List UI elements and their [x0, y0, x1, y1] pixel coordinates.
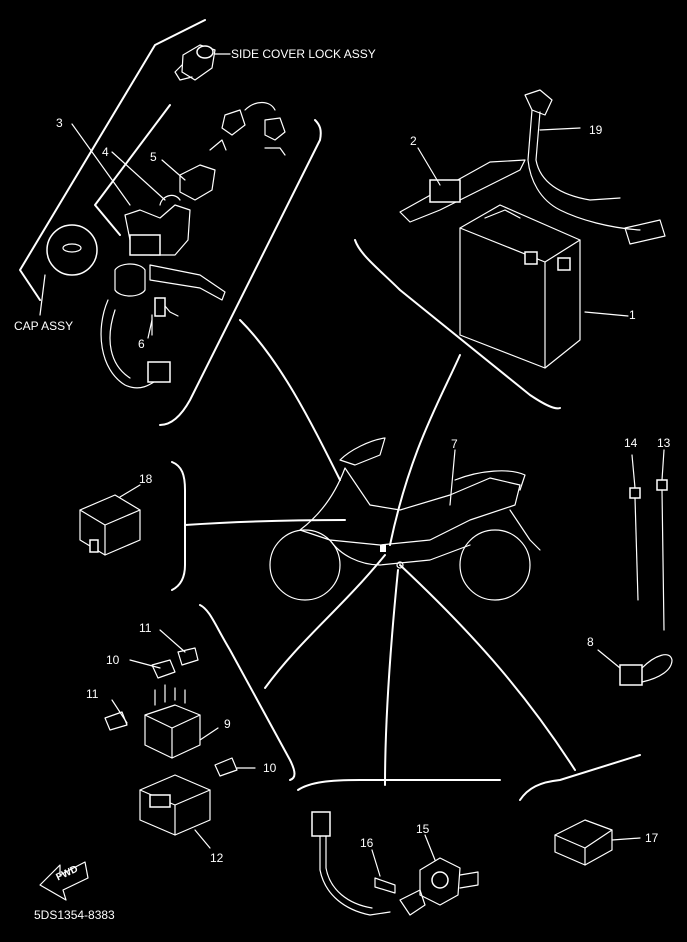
scooter-silhouette: [269, 437, 541, 601]
callout-4: 4: [102, 145, 109, 159]
callout-17: 17: [645, 831, 659, 845]
callout-14: 14: [624, 436, 638, 450]
battery-cable: [524, 89, 666, 245]
callout-3: 3: [56, 116, 63, 130]
callout-15: 15: [416, 822, 430, 836]
cap-assy-label: CAP ASSY: [14, 319, 74, 333]
fuse-relay-group: [104, 629, 256, 849]
side-cover-lock: [174, 44, 231, 81]
drawing-code: 5DS1354-8383: [34, 908, 115, 922]
callout-12: 12: [210, 851, 224, 865]
cable-ties: [629, 449, 668, 631]
callout-13: 13: [657, 436, 671, 450]
leader-lines: [184, 319, 576, 786]
callout-11-top: 11: [139, 621, 152, 635]
ignition-switch: [100, 101, 286, 389]
callout-10-right: 10: [263, 761, 277, 775]
relay-17: [554, 819, 641, 866]
callout-10-top: 10: [106, 653, 120, 667]
relay-18: [79, 484, 141, 556]
callout-18: 18: [139, 472, 153, 486]
callout-8: 8: [587, 635, 594, 649]
callout-11-left: 11: [86, 687, 99, 701]
callout-9: 9: [224, 717, 231, 731]
callout-6: 6: [138, 337, 145, 351]
battery-band: [399, 147, 526, 223]
callout-5: 5: [150, 150, 157, 164]
fwd-arrow-icon: [39, 861, 89, 901]
starter-switch: [311, 811, 479, 916]
cap-assy: [39, 224, 98, 316]
callout-2: 2: [410, 134, 417, 148]
battery: [459, 204, 629, 369]
callout-19: 19: [589, 123, 603, 137]
connector-8: [597, 649, 673, 686]
side-cover-lock-label: SIDE COVER LOCK ASSY: [231, 47, 376, 61]
callout-16: 16: [360, 836, 374, 850]
callout-leaders-left: [71, 123, 186, 339]
callout-7: 7: [451, 437, 458, 451]
callout-1: 1: [629, 308, 636, 322]
group-frames: [19, 19, 641, 801]
